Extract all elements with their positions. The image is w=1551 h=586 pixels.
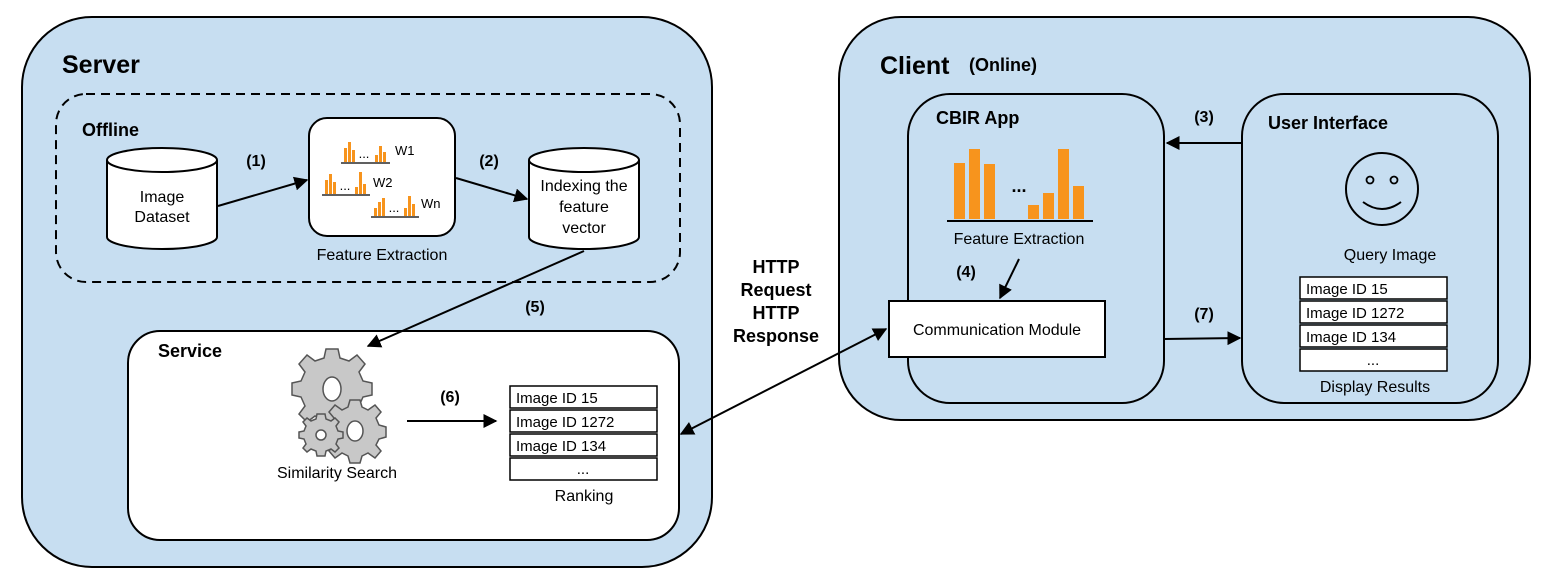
offline-dashed-border [55, 93, 681, 283]
result-item-box [1299, 300, 1448, 324]
smiley-face-icon [1345, 152, 1419, 226]
cbir-feature-extraction-label: Feature Extraction [954, 231, 1085, 248]
server-panel: Server Offline Image Dataset [21, 16, 713, 568]
dataset-label-line2: Dataset [134, 209, 190, 226]
result-item: Image ID 134 [1306, 329, 1396, 346]
http-label-line1: HTTP [753, 257, 800, 277]
ranking-item-box [509, 385, 658, 409]
medium-gear-icon [323, 399, 387, 464]
communication-module-box: Communication Module [888, 300, 1106, 358]
histogram-wn: ... Wn [371, 196, 441, 218]
user-interface-label: User Interface [1268, 113, 1388, 133]
step-1-label: (1) [246, 153, 266, 170]
cbir-app-label: CBIR App [936, 108, 1019, 128]
http-label-line4: Response [733, 326, 819, 346]
service-label: Service [158, 341, 222, 361]
histogram-w2: ... W2 [322, 172, 393, 196]
indexing-database: Indexing the feature vector [528, 147, 640, 250]
result-item: Image ID 1272 [1306, 305, 1404, 322]
arrow-step-2 [455, 177, 529, 203]
ranking-item: Image ID 15 [516, 390, 598, 407]
offline-region: Offline Image Dataset [55, 93, 681, 283]
result-item-box [1299, 348, 1448, 372]
display-results-list: Image ID 15 Image ID 1272 Image ID 134 .… [1299, 276, 1448, 396]
offline-label: Offline [82, 120, 139, 140]
arrow-step-1 [217, 176, 309, 207]
http-request-response-arrow [679, 328, 888, 435]
result-item-ellipsis: ... [1367, 352, 1380, 369]
histogram-w1-ellipsis: ... [359, 146, 370, 161]
result-item-box [1299, 276, 1448, 300]
ranking-item-ellipsis: ... [577, 461, 590, 478]
histogram-w2-ellipsis: ... [340, 178, 351, 193]
step-3-label: (3) [1194, 109, 1214, 126]
step-4-label: (4) [956, 264, 976, 281]
weight-wn-label: Wn [421, 196, 441, 211]
gears-icon [291, 348, 387, 464]
ranking-list: Image ID 15 Image ID 1272 Image ID 134 .… [509, 385, 658, 505]
http-label-line3: HTTP [753, 303, 800, 323]
indexing-label-line3: vector [562, 220, 606, 237]
user-interface-box: User Interface Query Image Image ID 15 I… [1241, 93, 1499, 404]
cbir-histogram: ... [947, 149, 1093, 222]
weight-w2-label: W2 [373, 175, 393, 190]
ranking-item-box [509, 433, 658, 457]
step-7-label: (7) [1194, 306, 1214, 323]
client-title: Client [880, 52, 950, 80]
display-results-label: Display Results [1320, 379, 1430, 396]
ranking-item: Image ID 134 [516, 438, 606, 455]
histogram-w1: ... W1 [341, 142, 415, 164]
cbir-histogram-ellipsis: ... [1011, 176, 1026, 196]
weight-w1-label: W1 [395, 143, 415, 158]
dataset-label-line1: Image [140, 189, 185, 206]
small-gear-icon [298, 413, 344, 457]
image-dataset-database: Image Dataset [106, 147, 218, 250]
histogram-wn-ellipsis: ... [389, 200, 400, 215]
ranking-item-box [509, 409, 658, 433]
server-title: Server [62, 51, 140, 79]
result-item-box [1299, 324, 1448, 348]
http-label-line2: Request [740, 280, 811, 300]
indexing-label-line1: Indexing the [540, 178, 627, 195]
arrow-step-5 [366, 250, 585, 348]
communication-module-label: Communication Module [913, 322, 1081, 339]
client-subtitle: (Online) [969, 55, 1037, 75]
result-item: Image ID 15 [1306, 281, 1388, 298]
query-image-label: Query Image [1344, 247, 1437, 264]
ranking-item-box [509, 457, 658, 481]
ranking-label: Ranking [555, 488, 614, 505]
ranking-item: Image ID 1272 [516, 414, 614, 431]
step-2-label: (2) [479, 153, 499, 170]
client-panel: Client (Online) CBIR App ... Feature Ext… [838, 16, 1531, 421]
similarity-search-label: Similarity Search [277, 465, 397, 482]
offline-feature-extraction-box: ... W1 ... W2 [308, 117, 456, 264]
step-5-label: (5) [525, 299, 545, 316]
step-6-label: (6) [440, 389, 460, 406]
http-label: HTTP Request HTTP Response [733, 257, 819, 346]
offline-feature-extraction-label: Feature Extraction [317, 247, 448, 264]
arrow-step-7 [1163, 331, 1242, 346]
indexing-label-line2: feature [559, 199, 609, 216]
arrow-step-4 [999, 258, 1020, 300]
service-region: Service Similarity Search (6) [127, 330, 680, 541]
